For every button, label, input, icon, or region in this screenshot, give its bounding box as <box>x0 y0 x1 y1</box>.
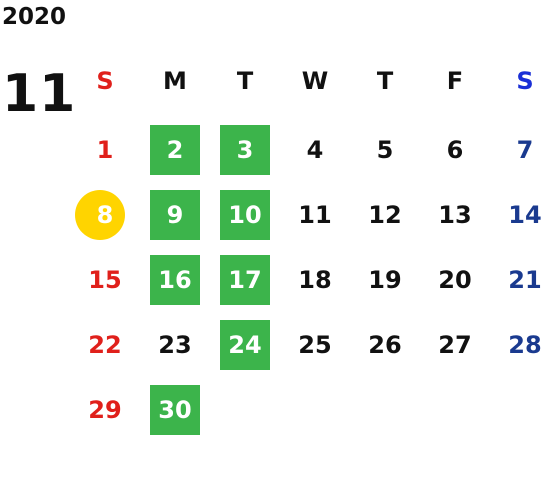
day-number: 14 <box>508 201 542 229</box>
calendar-grid: S M T W T F S 1 2 3 4 5 6 7 8 9 10 11 12… <box>70 0 548 503</box>
day-cell[interactable]: 15 <box>70 255 140 305</box>
day-number: 3 <box>236 136 254 164</box>
day-number: 29 <box>88 396 122 424</box>
day-cell[interactable]: 8 <box>70 190 140 240</box>
day-cell[interactable]: 18 <box>280 255 350 305</box>
day-cell[interactable]: 16 <box>140 255 210 305</box>
day-number: 15 <box>88 266 122 294</box>
day-number: 18 <box>298 266 332 294</box>
day-number: 21 <box>508 266 542 294</box>
day-number: 5 <box>376 136 394 164</box>
day-cell[interactable]: 27 <box>420 320 490 370</box>
day-cell[interactable]: 5 <box>350 125 420 175</box>
weekday-header-sat: S <box>516 67 534 95</box>
day-cell[interactable]: 4 <box>280 125 350 175</box>
day-cell[interactable]: 14 <box>490 190 548 240</box>
day-cell[interactable]: 20 <box>420 255 490 305</box>
weekday-header-wed: W <box>301 67 329 95</box>
day-number: 10 <box>228 201 262 229</box>
day-cell[interactable]: 26 <box>350 320 420 370</box>
day-cell[interactable]: 29 <box>70 385 140 435</box>
weekday-header-thu: T <box>376 67 394 95</box>
day-number: 27 <box>438 331 472 359</box>
day-number: 19 <box>368 266 402 294</box>
day-cell[interactable]: 6 <box>420 125 490 175</box>
day-number: 12 <box>368 201 402 229</box>
day-number: 25 <box>298 331 332 359</box>
day-cell[interactable]: 2 <box>140 125 210 175</box>
day-number: 2 <box>166 136 184 164</box>
day-cell[interactable]: 3 <box>210 125 280 175</box>
day-cell[interactable]: 1 <box>70 125 140 175</box>
day-cell[interactable]: 12 <box>350 190 420 240</box>
weekday-header-fri: F <box>446 67 464 95</box>
day-number: 24 <box>228 331 262 359</box>
day-cell[interactable]: 10 <box>210 190 280 240</box>
year-label: 2020 <box>2 4 67 30</box>
day-number: 13 <box>438 201 472 229</box>
day-number: 7 <box>516 136 534 164</box>
day-cell[interactable]: 24 <box>210 320 280 370</box>
day-number: 20 <box>438 266 472 294</box>
day-cell[interactable]: 23 <box>140 320 210 370</box>
day-number: 22 <box>88 331 122 359</box>
weekday-header-sun: S <box>96 67 114 95</box>
day-number: 17 <box>228 266 262 294</box>
day-cell[interactable]: 13 <box>420 190 490 240</box>
day-cell[interactable]: 22 <box>70 320 140 370</box>
day-number: 16 <box>158 266 192 294</box>
weekday-header-tue: T <box>236 67 254 95</box>
day-number: 26 <box>368 331 402 359</box>
day-cell[interactable]: 17 <box>210 255 280 305</box>
day-number: 30 <box>158 396 192 424</box>
day-cell[interactable]: 21 <box>490 255 548 305</box>
day-cell[interactable]: 28 <box>490 320 548 370</box>
month-label: 11 <box>2 64 77 124</box>
day-number: 4 <box>306 136 324 164</box>
day-number: 23 <box>158 331 192 359</box>
day-number: 1 <box>96 136 114 164</box>
day-cell[interactable]: 19 <box>350 255 420 305</box>
day-number: 9 <box>166 201 184 229</box>
day-cell[interactable]: 9 <box>140 190 210 240</box>
day-cell[interactable]: 30 <box>140 385 210 435</box>
day-number: 8 <box>96 201 114 229</box>
day-cell[interactable]: 25 <box>280 320 350 370</box>
day-cell[interactable]: 7 <box>490 125 548 175</box>
day-number: 28 <box>508 331 542 359</box>
day-number: 6 <box>446 136 464 164</box>
day-cell[interactable]: 11 <box>280 190 350 240</box>
weekday-header-mon: M <box>163 67 187 95</box>
day-number: 11 <box>298 201 332 229</box>
